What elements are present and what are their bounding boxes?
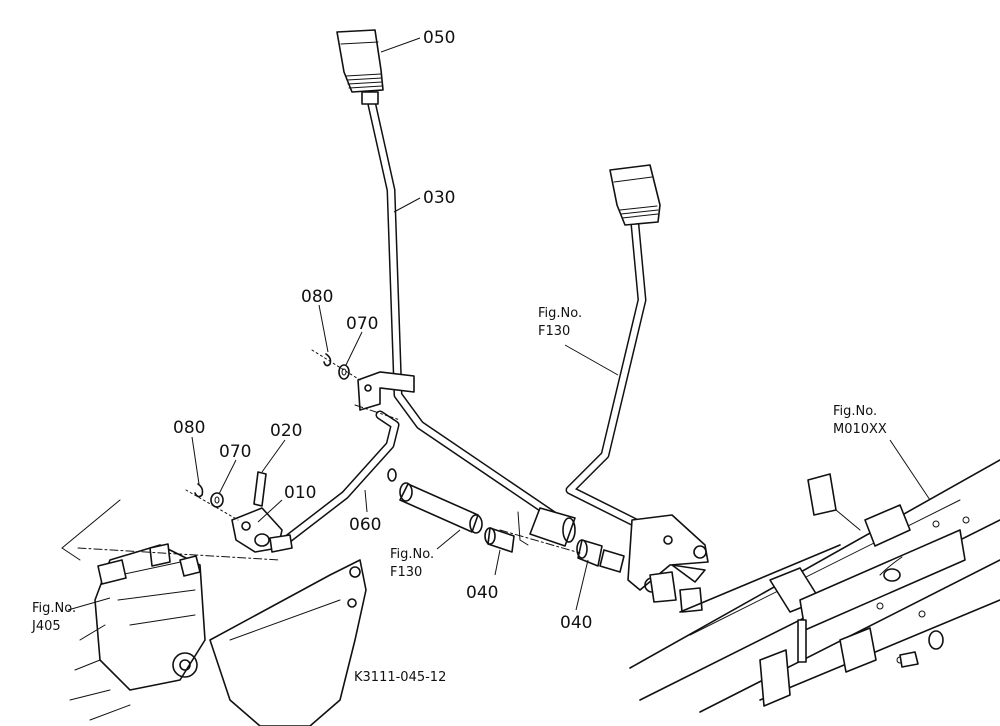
washer-070-top <box>338 364 350 380</box>
leader-lines <box>67 37 931 611</box>
figure-references: Fig.No. F130 Fig.No. F130 Fig.No. M010XX… <box>31 306 887 634</box>
bushing-040-b <box>576 539 625 573</box>
ref-f130-upper-line1: Fig.No. <box>538 306 582 321</box>
label-070-left: 070 <box>219 442 251 462</box>
bushing-040-a <box>484 527 515 553</box>
ref-m010xx-line1: Fig.No. <box>833 404 877 419</box>
ref-f130-lower-line1: Fig.No. <box>390 547 434 562</box>
drawing-code: K3111-045-12 <box>354 670 446 685</box>
label-070-top: 070 <box>346 314 378 334</box>
label-050: 050 <box>423 28 455 48</box>
frame-m010xx <box>629 459 1000 713</box>
label-020: 020 <box>270 421 302 441</box>
label-040-a: 040 <box>466 583 498 603</box>
label-060: 060 <box>349 515 381 535</box>
shaft-f130 <box>387 468 483 534</box>
clip-080-left <box>185 483 239 521</box>
reference-lever-f130 <box>565 164 709 613</box>
knob-050 <box>336 29 384 105</box>
ref-j405-line2: J405 <box>31 619 61 634</box>
part-labels: 050 030 080 070 080 070 020 010 060 040 … <box>173 28 592 633</box>
washer-070-left <box>210 492 224 508</box>
assembly-j405 <box>61 499 367 726</box>
boss-tube <box>517 507 576 547</box>
arm-010 <box>231 507 293 553</box>
label-010: 010 <box>284 483 316 503</box>
label-080-top: 080 <box>301 287 333 307</box>
label-080-left: 080 <box>173 418 205 438</box>
clip-080-top <box>311 349 361 381</box>
ref-m010xx-line2: M010XX <box>833 422 887 437</box>
lever-030 <box>367 100 565 525</box>
pin-020 <box>253 471 267 507</box>
guide-lines <box>77 404 581 561</box>
ref-f130-lower-line2: F130 <box>390 565 422 580</box>
link-rod-060 <box>275 371 415 550</box>
ref-f130-upper-line2: F130 <box>538 324 570 339</box>
ref-j405-line1: Fig.No. <box>32 601 76 616</box>
label-040-b: 040 <box>560 613 592 633</box>
label-030: 030 <box>423 188 455 208</box>
